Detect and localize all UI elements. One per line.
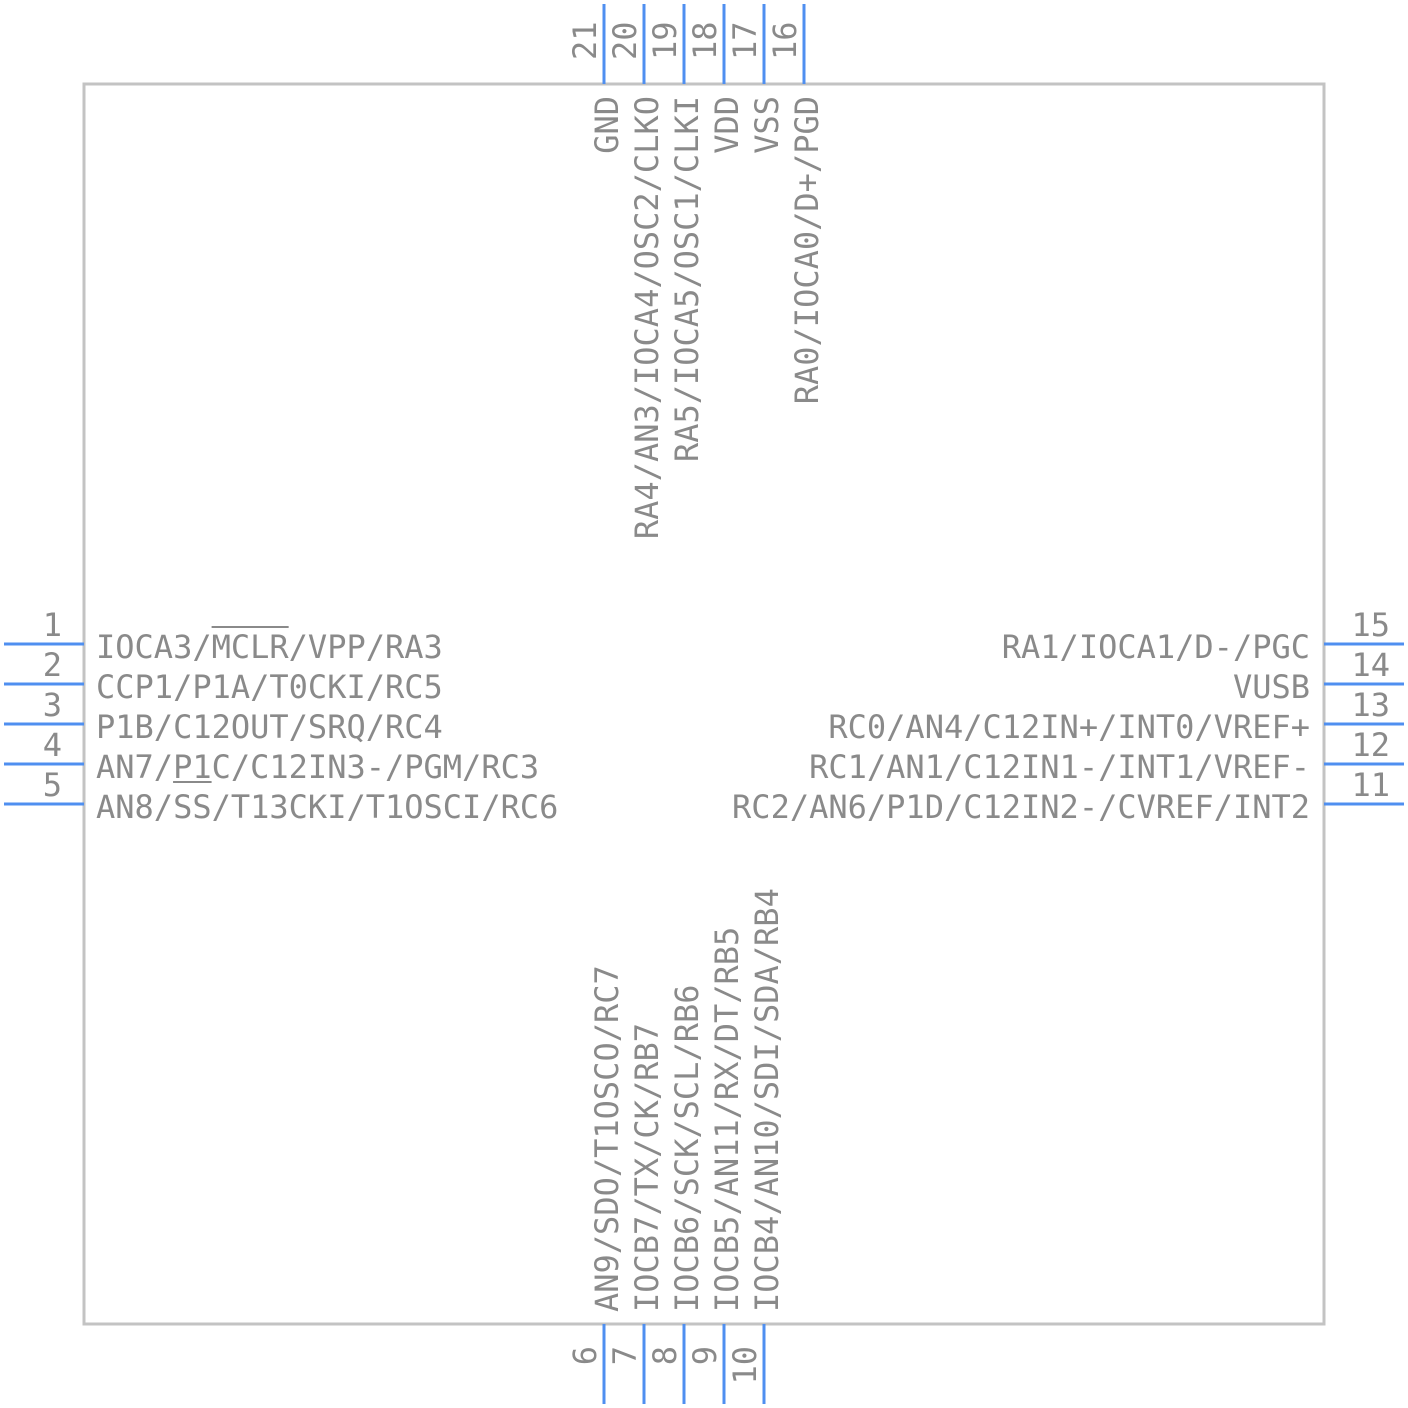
- pin-label-19: RA5/IOCA5/OSC1/CLKI: [668, 96, 706, 462]
- pin-number-18: 18: [686, 21, 724, 60]
- pin-label-20: RA4/AN3/IOCA4/OSC2/CLKO: [628, 96, 666, 539]
- pin-number-16: 16: [766, 21, 804, 60]
- pin-number-11: 11: [1351, 766, 1390, 804]
- pin-number-21: 21: [566, 21, 604, 60]
- pin-number-17: 17: [726, 21, 764, 60]
- pin-number-7: 7: [606, 1346, 644, 1365]
- pin-label-13: RC0/AN4/C12IN+/INT0/VREF+: [828, 708, 1310, 746]
- pin-label-18: VDD: [708, 96, 746, 154]
- pin-label-9: IOCB5/AN11/RX/DT/RB5: [708, 927, 746, 1312]
- pin-label-6: AN9/SDO/T1OSCO/RC7: [588, 965, 626, 1312]
- pin-label-8: IOCB6/SCK/SCL/RB6: [668, 984, 706, 1312]
- pin-label-12: RC1/AN1/C12IN1-/INT1/VREF-: [809, 748, 1310, 786]
- pin-number-13: 13: [1351, 686, 1390, 724]
- pin-number-20: 20: [606, 21, 644, 60]
- pin-label-4: AN7/P1C/C12IN3-/PGM/RC3: [96, 748, 539, 786]
- pin-number-1: 1: [43, 606, 62, 644]
- pin-label-2: CCP1/P1A/T0CKI/RC5: [96, 668, 443, 706]
- pin-label-16: RA0/IOCA0/D+/PGD: [788, 96, 826, 404]
- pin-label-3: P1B/C12OUT/SRQ/RC4: [96, 708, 443, 746]
- pin-label-1: IOCA3/MCLR/VPP/RA3: [96, 628, 443, 666]
- pin-label-11: RC2/AN6/P1D/C12IN2-/CVREF/INT2: [732, 788, 1310, 826]
- pin-label-17: VSS: [748, 96, 786, 154]
- pin-label-7: IOCB7/TX/CK/RB7: [628, 1023, 666, 1312]
- pin-number-3: 3: [43, 686, 62, 724]
- pin-number-5: 5: [43, 766, 62, 804]
- pin-number-10: 10: [726, 1346, 764, 1385]
- chip-body: [82, 82, 1326, 1326]
- pin-number-2: 2: [43, 646, 62, 684]
- pin-number-9: 9: [686, 1346, 724, 1365]
- pin-number-15: 15: [1351, 606, 1390, 644]
- pin-number-4: 4: [43, 726, 62, 764]
- pin-label-5: AN8/SS/T13CKI/T1OSCI/RC6: [96, 788, 558, 826]
- pin-number-19: 19: [646, 21, 684, 60]
- pin-label-10: IOCB4/AN10/SDI/SDA/RB4: [748, 888, 786, 1312]
- pin-number-12: 12: [1351, 726, 1390, 764]
- pin-label-14: VUSB: [1233, 668, 1310, 706]
- pin-number-8: 8: [646, 1346, 684, 1365]
- pin-number-6: 6: [566, 1346, 604, 1365]
- pin-number-14: 14: [1351, 646, 1390, 684]
- pin-label-21: GND: [588, 96, 626, 154]
- pin-label-15: RA1/IOCA1/D-/PGC: [1002, 628, 1310, 666]
